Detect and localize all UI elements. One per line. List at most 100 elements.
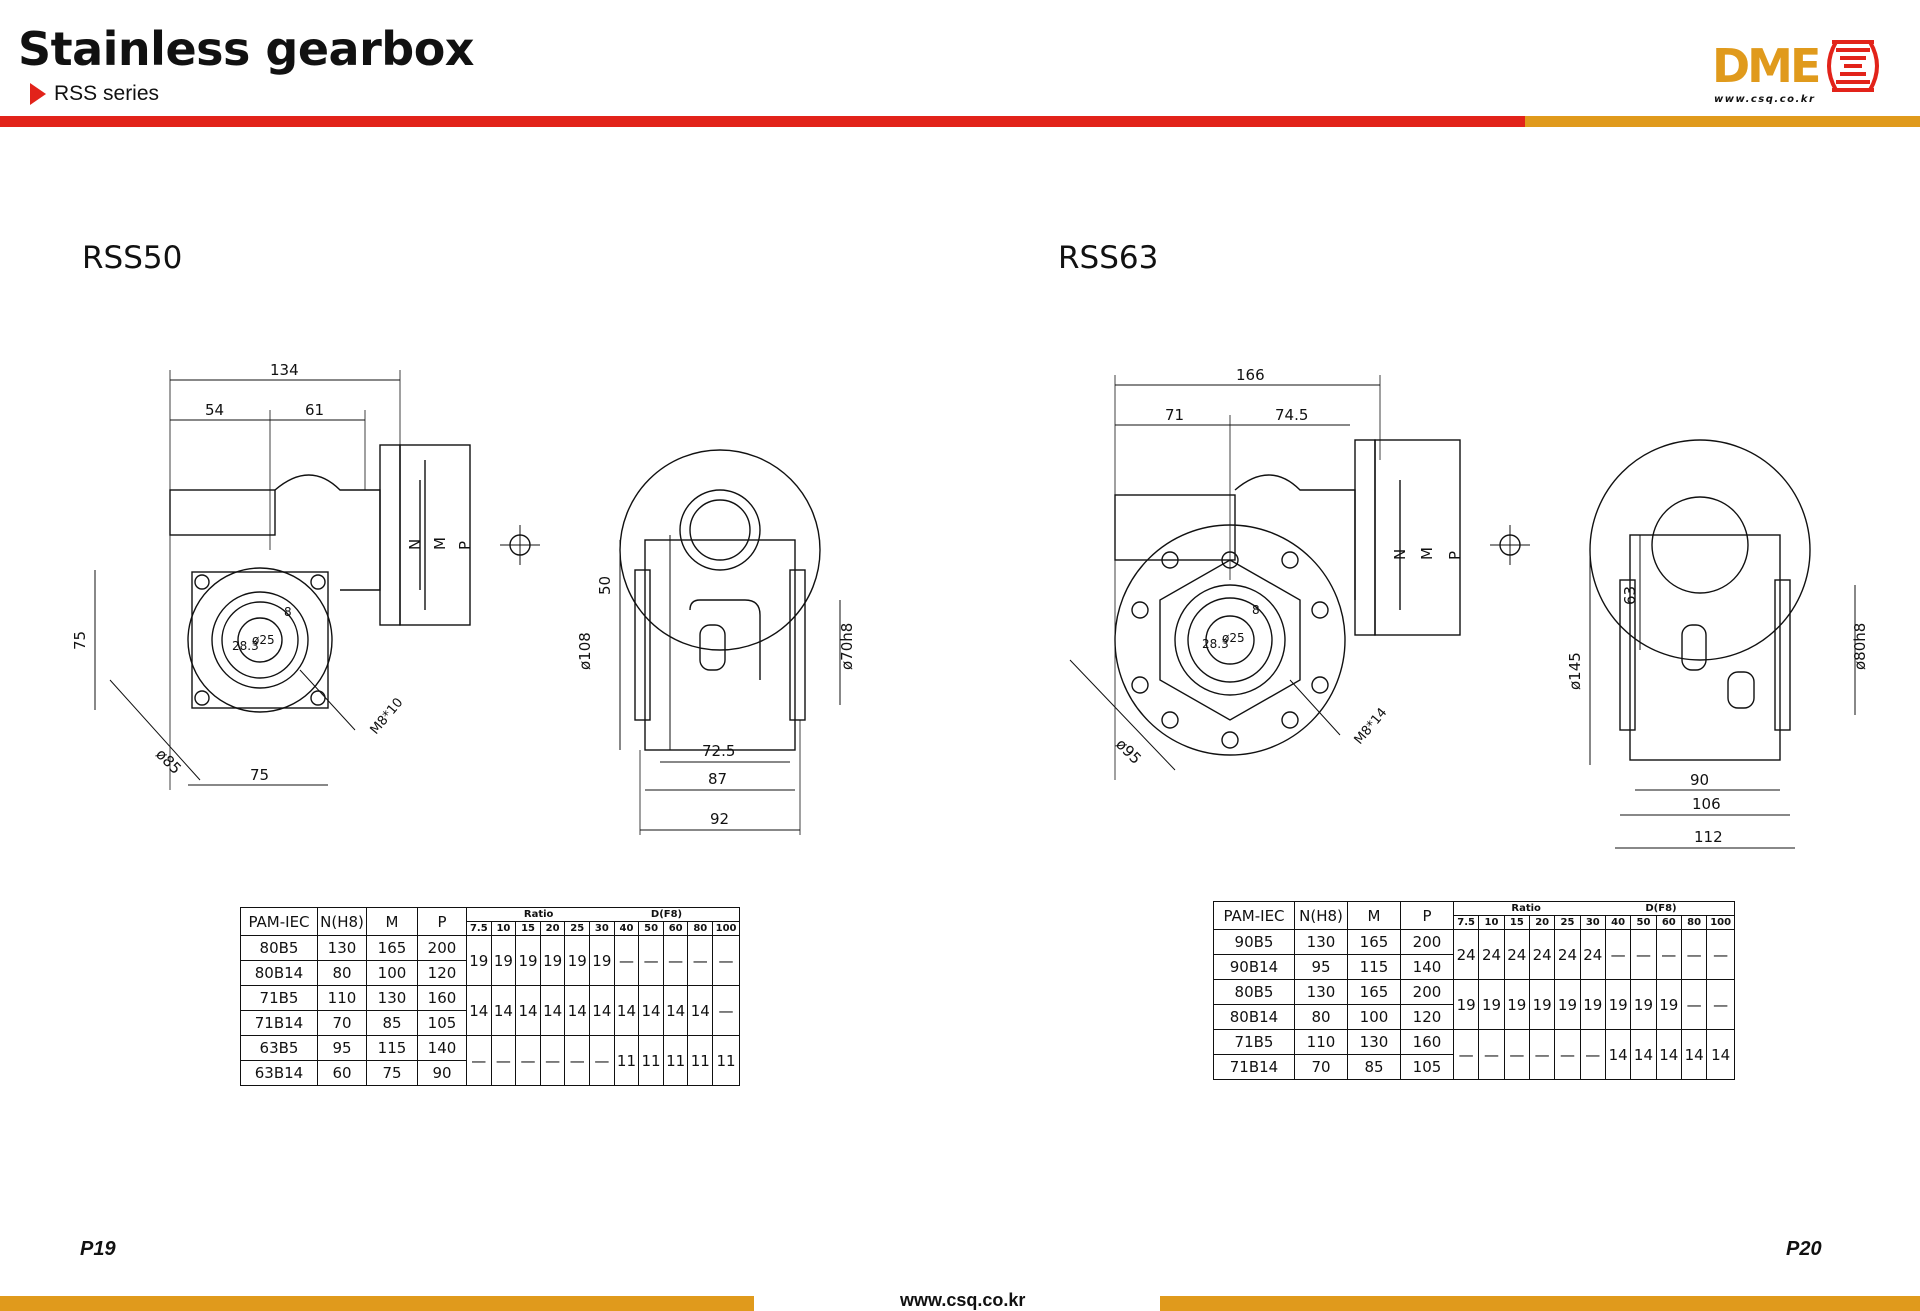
triangle-bullet-icon [30, 83, 46, 105]
ratio-col-0: 7.5 [466, 921, 492, 936]
cell-p: 160 [417, 985, 467, 1011]
dim-92: 92 [710, 810, 729, 828]
cell-bore: 19 [466, 935, 492, 986]
dim-112: 112 [1694, 828, 1723, 846]
cell-bore: — [662, 935, 689, 986]
cell-bore: 11 [712, 1035, 740, 1086]
cell-pam: 63B5 [240, 1035, 318, 1061]
cell-p: 200 [417, 935, 467, 961]
page-title: Stainless gearbox [18, 22, 474, 76]
cell-bore: 14 [564, 985, 591, 1036]
cell-bore: 14 [1604, 1029, 1632, 1080]
dim-m: M [431, 537, 449, 550]
cell-bore: 14 [638, 985, 664, 1036]
cell-pam: 80B14 [240, 960, 318, 986]
cell-bore: — [1554, 1029, 1581, 1080]
cell-bore: 19 [1630, 979, 1657, 1030]
cell-m: 130 [366, 985, 418, 1011]
dim-28-3: 28.3 [1202, 637, 1229, 651]
cell-bore: — [712, 985, 740, 1036]
cell-bore: 19 [490, 935, 517, 986]
dim-28-3: 28.3 [232, 639, 259, 653]
cell-bore: 19 [1503, 979, 1530, 1030]
cell-p: 120 [417, 960, 467, 986]
cell-bore: 14 [539, 985, 566, 1036]
cell-m: 115 [366, 1035, 418, 1061]
dim-d80h8: ø80h8 [1851, 623, 1869, 670]
ratio-col-3: 20 [1528, 915, 1556, 930]
col-n-h8: N(H8) [317, 907, 367, 936]
cell-bore: — [564, 1035, 591, 1086]
cell-bore: — [466, 1035, 492, 1086]
dim-d108: ø108 [576, 632, 594, 670]
page-number-right: P20 [1786, 1238, 1822, 1260]
col-m: M [1347, 901, 1401, 930]
dim-p: P [1446, 551, 1464, 560]
cell-n: 60 [317, 1060, 367, 1086]
cell-m: 165 [1347, 979, 1401, 1005]
col-pam-iec: PAM-IEC [240, 907, 318, 936]
cell-bore: — [712, 935, 740, 986]
cell-pam: 90B14 [1213, 954, 1295, 980]
cell-pam: 71B5 [240, 985, 318, 1011]
ratio-col-7: 50 [1630, 915, 1657, 930]
ratio-col-9: 80 [1680, 915, 1708, 930]
cell-bore: — [1630, 929, 1657, 980]
cell-bore: 14 [613, 985, 640, 1036]
cell-bore: 19 [1579, 979, 1606, 1030]
footer-bar-left [0, 1296, 754, 1311]
cell-m: 100 [366, 960, 418, 986]
dim-75-vertical: 75 [71, 631, 89, 650]
ratio-col-1: 10 [1478, 915, 1505, 930]
dim-54: 54 [205, 401, 224, 419]
footer-url: www.csq.co.kr [900, 1290, 1026, 1310]
cell-bore: — [687, 935, 714, 986]
cell-m: 165 [1347, 929, 1401, 955]
ratio-col-1: 10 [490, 921, 517, 936]
cell-m: 75 [366, 1060, 418, 1086]
cell-pam: 71B14 [240, 1010, 318, 1036]
ratio-col-3: 20 [539, 921, 566, 936]
dim-166: 166 [1236, 366, 1265, 384]
ratio-col-10: 100 [712, 921, 740, 936]
cell-m: 115 [1347, 954, 1401, 980]
cell-bore: 14 [662, 985, 689, 1036]
cell-bore: 14 [490, 985, 517, 1036]
cell-bore: 14 [1706, 1029, 1735, 1080]
cell-bore: 19 [1528, 979, 1556, 1030]
cell-bore: 24 [1452, 929, 1480, 980]
cell-n: 110 [1294, 1029, 1348, 1055]
header-bar-red [0, 116, 1525, 127]
cell-p: 160 [1400, 1029, 1454, 1055]
dim-8: 8 [284, 605, 292, 619]
ratio-col-2: 15 [1503, 915, 1530, 930]
cell-n: 70 [317, 1010, 367, 1036]
cell-pam: 71B5 [1213, 1029, 1295, 1055]
ratio-col-6: 40 [1604, 915, 1632, 930]
cell-bore: — [1528, 1029, 1556, 1080]
cell-n: 95 [1294, 954, 1348, 980]
dim-n: N [406, 539, 424, 550]
cell-bore: 14 [515, 985, 541, 1036]
logo-text: DME [1712, 39, 1819, 93]
cell-bore: 19 [589, 935, 615, 986]
cell-pam: 71B14 [1213, 1054, 1295, 1080]
cell-bore: 14 [1655, 1029, 1682, 1080]
dim-50: 50 [596, 576, 614, 595]
cell-bore: 14 [1680, 1029, 1708, 1080]
cell-m: 100 [1347, 1004, 1401, 1030]
dim-87: 87 [708, 770, 727, 788]
cell-bore: 14 [1630, 1029, 1657, 1080]
cell-p: 105 [417, 1010, 467, 1036]
cell-bore: 24 [1554, 929, 1581, 980]
cell-n: 80 [317, 960, 367, 986]
dim-71: 71 [1165, 406, 1184, 424]
cell-pam: 80B5 [240, 935, 318, 961]
cell-p: 140 [417, 1035, 467, 1061]
header-bar-orange [1525, 116, 1920, 127]
